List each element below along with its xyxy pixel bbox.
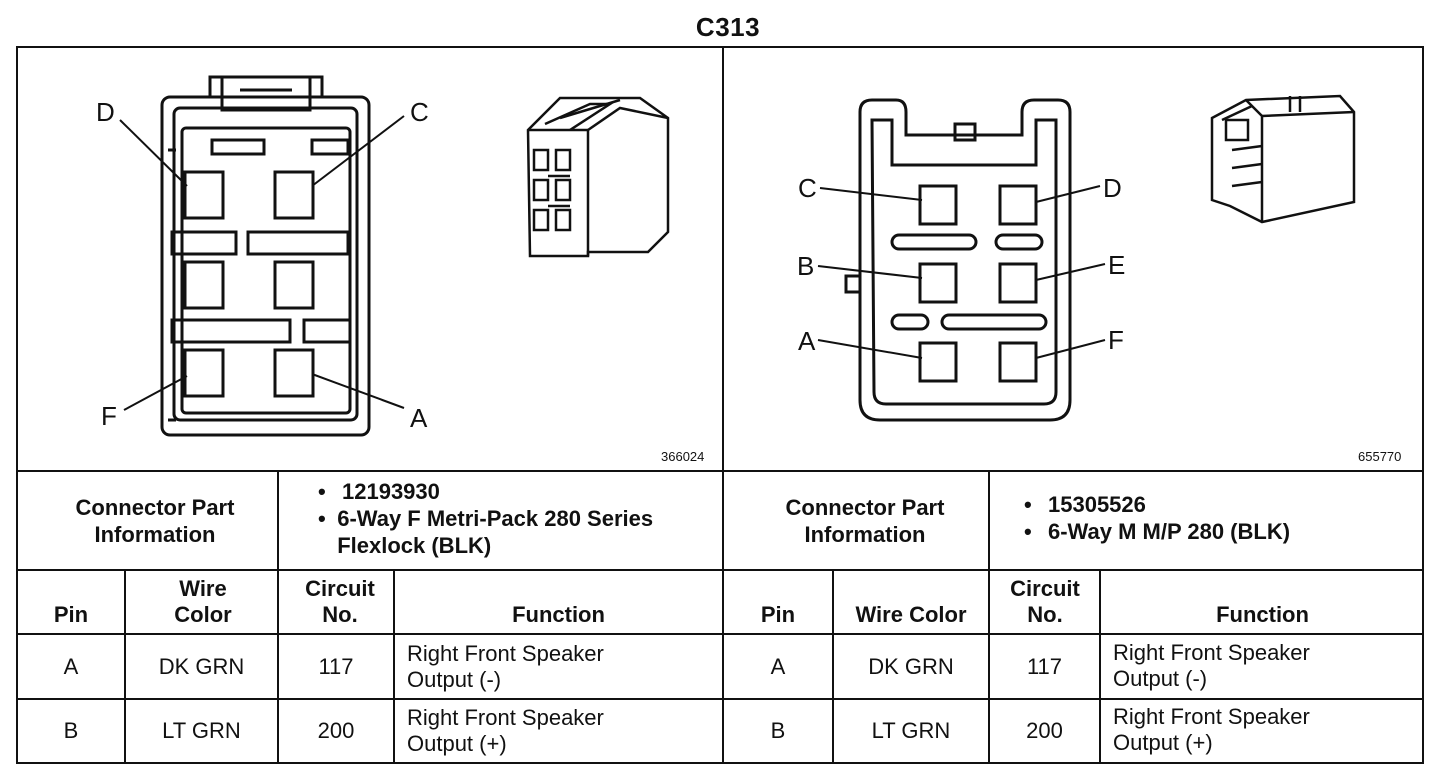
left-row-b-function: Right Front Speaker Output (+)	[407, 705, 604, 757]
right-part-number: 15305526	[1048, 492, 1146, 517]
right-figure-number: 655770	[1358, 449, 1402, 464]
right-part-description: 6-Way M M/P 280 (BLK)	[1048, 519, 1291, 544]
info-divider	[16, 569, 1424, 571]
right-row-a-circuit: 117	[1026, 653, 1063, 679]
left-row-a-pin: A	[63, 653, 79, 679]
right-row-a-function-line1: Right Front Speaker	[1113, 640, 1310, 665]
right-row-b-function: Right Front Speaker Output (+)	[1113, 704, 1310, 756]
right-pin-label-a: A	[798, 326, 816, 356]
left-part-description-item: •6-Way F Metri-Pack 280 Series Flexlock …	[318, 505, 718, 559]
left-header-function: Function	[512, 602, 605, 627]
left-part-number: 12193930	[342, 479, 440, 504]
left-row-b-wire-color: LT GRN	[162, 718, 241, 743]
right-header-function: Function	[1216, 602, 1309, 627]
right-row-b-function-line2: Output (+)	[1113, 730, 1213, 755]
left-row-a-circuit: 117	[318, 653, 354, 679]
right-row-a-function-line2: Output (-)	[1113, 666, 1208, 691]
left-row-a-function-line1: Right Front Speaker	[407, 641, 604, 666]
connector-table	[16, 46, 1424, 764]
left-pin-label-c: C	[410, 97, 429, 127]
header-divider	[16, 633, 1424, 635]
left-part-number-item: •12193930	[318, 479, 440, 504]
right-pin-label-e: E	[1108, 250, 1126, 280]
right-header-circuit: Circuit No.	[1010, 576, 1080, 627]
left-info-divider	[277, 470, 279, 571]
left-part-description: 6-Way F Metri-Pack 280 Series Flexlock (…	[337, 506, 654, 558]
right-pin-label-f: F	[1108, 325, 1124, 355]
right-col-divider-2	[988, 569, 990, 764]
left-row-b-function-line1: Right Front Speaker	[407, 705, 604, 730]
left-pin-label-d: D	[96, 97, 115, 127]
left-row-b-pin: B	[63, 718, 79, 743]
center-divider	[722, 46, 724, 764]
left-header-pin: Pin	[53, 602, 89, 627]
left-connector-part-label: Connector Part Information	[75, 494, 235, 547]
right-pin-label-c: C	[798, 173, 817, 203]
figure-divider	[16, 470, 1424, 472]
right-pin-label-d: D	[1103, 173, 1122, 203]
left-row-b-circuit: 200	[317, 718, 355, 743]
right-part-description-item: •6-Way M M/P 280 (BLK)	[1024, 519, 1291, 544]
right-header-pin: Pin	[760, 602, 796, 627]
right-col-divider-1	[832, 569, 834, 764]
right-row-b-function-line1: Right Front Speaker	[1113, 704, 1310, 729]
left-pin-label-a: A	[410, 403, 428, 433]
row-divider	[16, 698, 1424, 700]
left-header-wire-color: Wire Color	[174, 576, 232, 627]
right-row-a-function: Right Front Speaker Output (-)	[1113, 640, 1310, 692]
right-connector-face-diagram	[817, 94, 1356, 422]
left-col-divider-3	[393, 569, 395, 764]
left-row-b-function-line2: Output (+)	[407, 731, 507, 756]
left-row-a-wire-color: DK GRN	[158, 653, 245, 679]
left-col-divider-2	[277, 569, 279, 764]
left-connector-face-diagram	[119, 75, 670, 437]
right-pin-label-b: B	[797, 251, 815, 281]
right-part-info: •15305526 •6-Way M M/P 280 (BLK)	[1024, 491, 1414, 545]
right-part-number-item: •15305526	[1024, 492, 1146, 517]
right-row-b-pin: B	[770, 718, 786, 743]
left-header-circuit: Circuit No.	[305, 576, 375, 627]
right-row-a-pin: A	[770, 653, 786, 679]
right-row-b-circuit: 200	[1026, 718, 1063, 743]
connector-title: C313	[695, 12, 761, 42]
right-connector-part-label: Connector Part Information	[785, 494, 945, 547]
left-figure-number: 366024	[661, 449, 705, 464]
right-header-wire-color: Wire Color	[855, 602, 967, 627]
right-col-divider-3	[1099, 569, 1101, 764]
right-row-b-wire-color: LT GRN	[871, 718, 951, 743]
left-col-divider-1	[124, 569, 126, 764]
left-row-a-function-line2: Output (-)	[407, 667, 502, 692]
right-info-divider	[988, 470, 990, 571]
left-pin-label-f: F	[101, 401, 117, 431]
right-row-a-wire-color: DK GRN	[868, 653, 954, 679]
left-row-a-function: Right Front Speaker Output (-)	[407, 641, 604, 693]
left-part-info: •12193930 •6-Way F Metri-Pack 280 Series…	[318, 478, 718, 559]
